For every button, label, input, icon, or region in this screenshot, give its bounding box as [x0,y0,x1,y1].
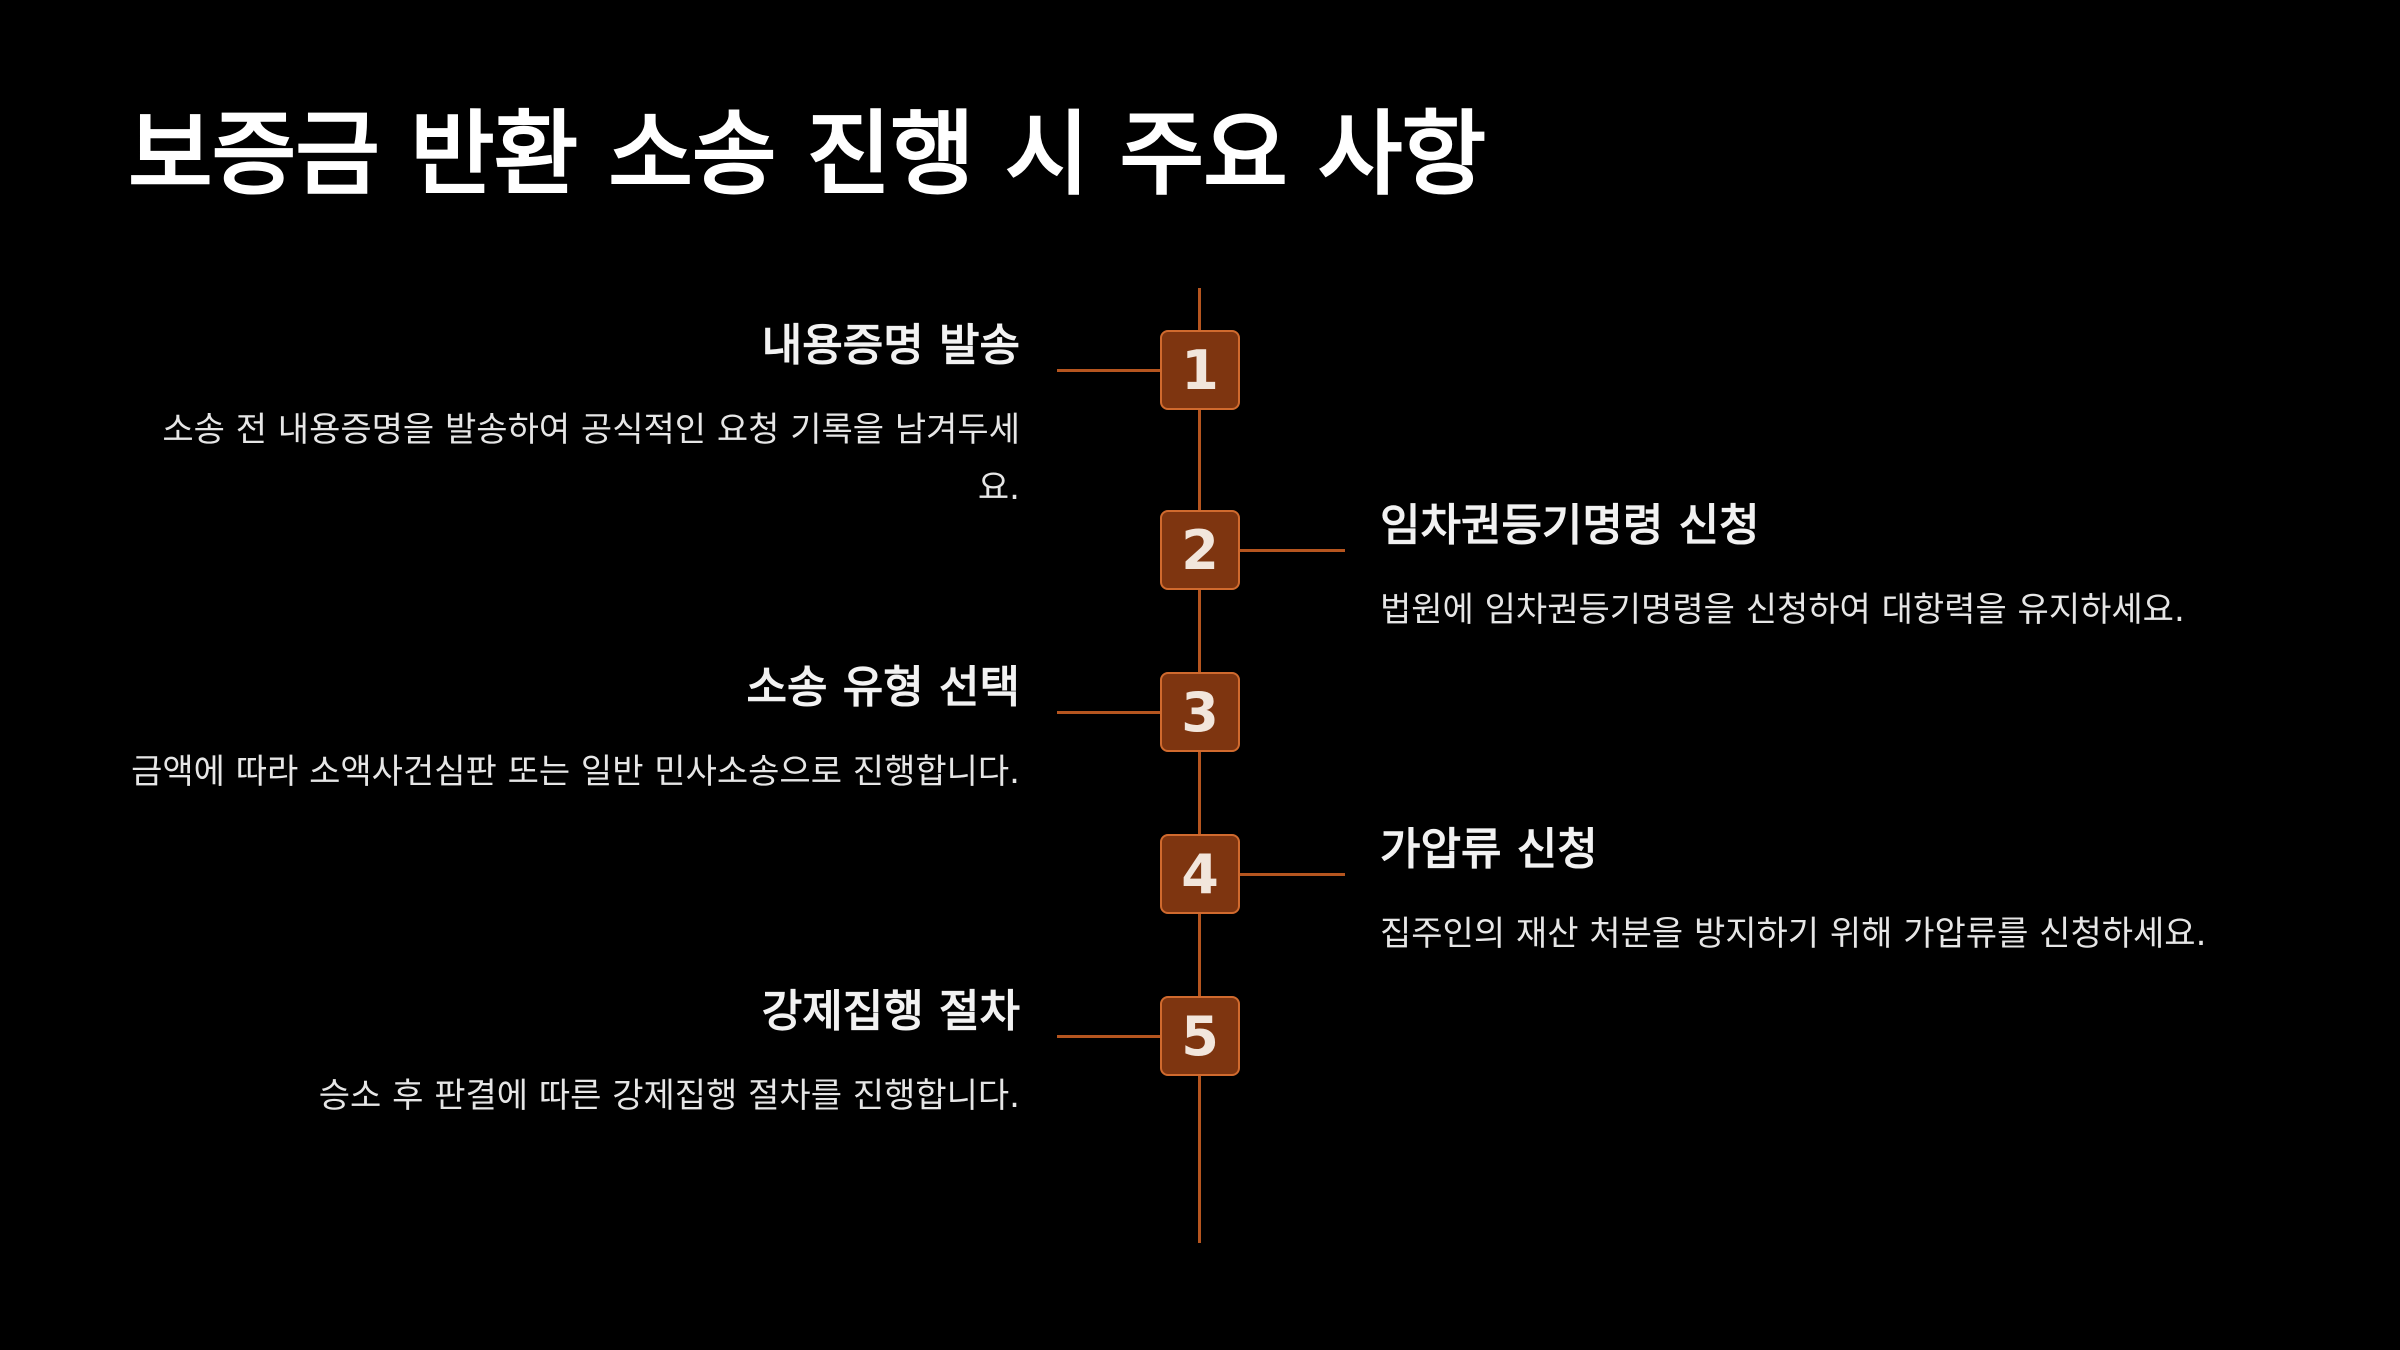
step-3: 소송 유형 선택 금액에 따라 소액사건심판 또는 일반 민사소송으로 진행합니… [120,662,1020,801]
step-3-description: 금액에 따라 소액사건심판 또는 일반 민사소송으로 진행합니다. [131,751,1020,792]
step-2-description: 법원에 임차권등기명령을 신청하여 대항력을 유지하세요. [1380,589,2185,630]
step-number-badge-5: 5 [1160,996,1240,1076]
step-number-badge-3: 3 [1160,672,1240,752]
page-title: 보증금 반환 소송 진행 시 주요 사항 [128,101,1486,208]
step-1: 내용증명 발송 소송 전 내용증명을 발송하여 공식적인 요청 기록을 남겨두세… [120,320,1020,517]
connector-step-2 [1240,549,1345,552]
step-number-badge-2: 2 [1160,510,1240,590]
step-number-badge-4: 4 [1160,834,1240,914]
connector-step-1 [1057,369,1162,372]
step-1-description: 소송 전 내용증명을 발송하여 공식적인 요청 기록을 남겨두세요. [162,409,1020,508]
step-3-heading: 소송 유형 선택 [746,662,1020,713]
step-number-badge-1: 1 [1160,330,1240,410]
step-4-heading: 가압류 신청 [1380,824,1598,875]
connector-step-5 [1057,1035,1162,1038]
connector-step-4 [1240,873,1345,876]
connector-step-3 [1057,711,1162,714]
step-2-heading: 임차권등기명령 신청 [1380,500,1760,551]
step-5-description: 승소 후 판결에 따른 강제집행 절차를 진행합니다. [318,1075,1020,1116]
step-4-description: 집주인의 재산 처분을 방지하기 위해 가압류를 신청하세요. [1380,913,2207,954]
step-2: 임차권등기명령 신청 법원에 임차권등기명령을 신청하여 대항력을 유지하세요. [1380,500,2280,639]
step-5: 강제집행 절차 승소 후 판결에 따른 강제집행 절차를 진행합니다. [120,986,1020,1125]
step-4: 가압류 신청 집주인의 재산 처분을 방지하기 위해 가압류를 신청하세요. [1380,824,2280,963]
step-5-heading: 강제집행 절차 [761,986,1020,1037]
step-1-heading: 내용증명 발송 [761,320,1020,371]
timeline-line [1198,288,1201,1243]
